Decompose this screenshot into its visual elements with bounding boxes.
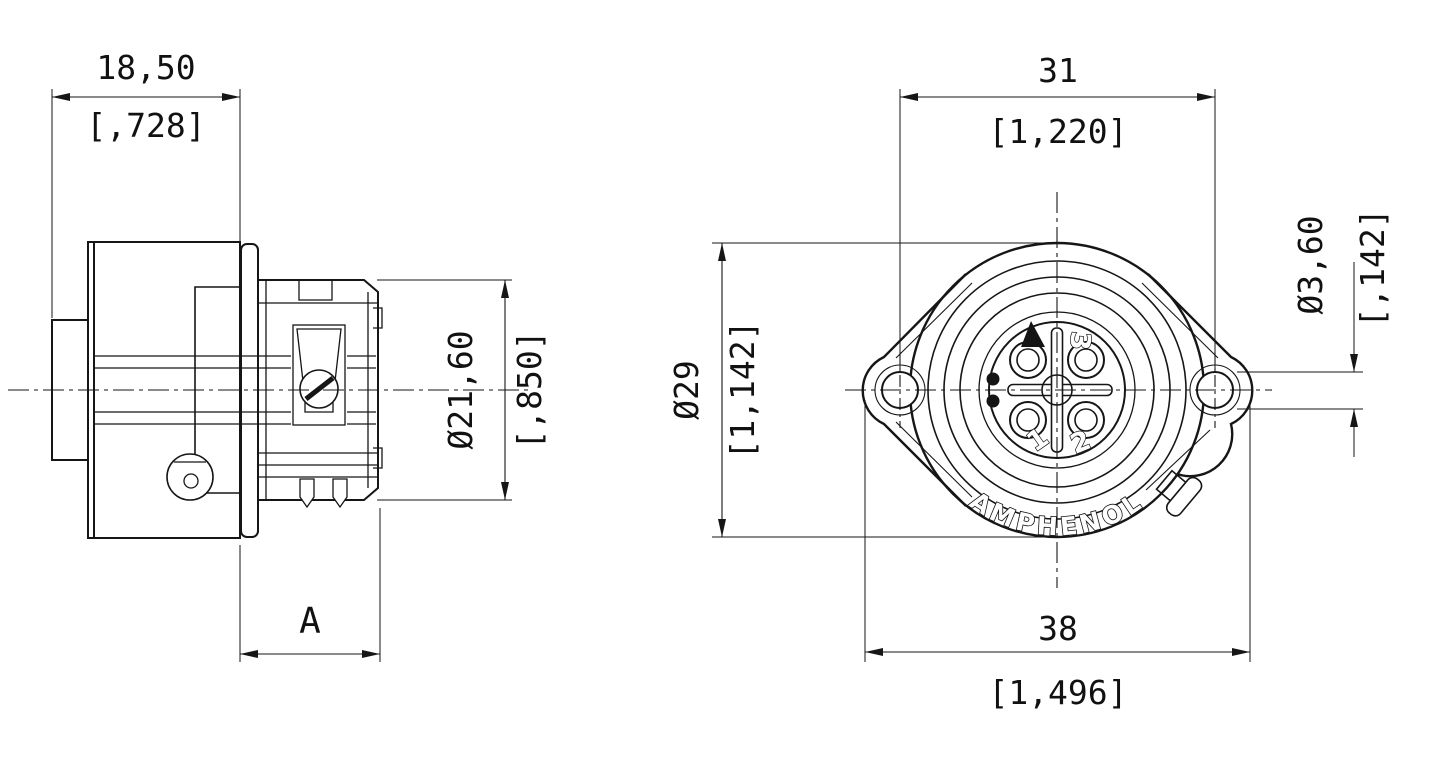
dim-hole-spacing-alt: [1,220] (988, 112, 1127, 151)
dim-front-flange-width: 38 [1,496] (864, 400, 1251, 712)
polarization-notch-lower (986, 394, 1000, 408)
contact-3-inner (1074, 348, 1098, 372)
dim-front-body-diameter: Ø29 [1,142] (667, 242, 1062, 538)
contact-2-outer (1067, 401, 1105, 439)
front-view: 3 1 2 AMPHENOL 31 [1,220] Ø29 [1,142] (667, 51, 1392, 712)
contact-1-outer (1009, 401, 1047, 439)
hole-centerlines (899, 352, 1216, 428)
dim-side-diameter: Ø21,60 [,850] (377, 279, 549, 501)
side-view-body (8, 241, 530, 539)
dim-body-diameter-alt: [1,142] (723, 320, 762, 459)
dim-side-diameter-value: Ø21,60 (441, 330, 480, 449)
ext-lines (864, 400, 1251, 662)
dim-side-length-a: A (239, 508, 381, 662)
polarization-notch-upper (986, 372, 1000, 386)
contacts (986, 341, 1105, 439)
screw-slot (304, 376, 335, 401)
ext-lines (712, 242, 1062, 538)
ext-lines (377, 279, 512, 501)
contact-2-inner (1074, 408, 1098, 432)
dim-side-length-value: A (299, 601, 321, 642)
dim-side-diameter-alt: [,850] (510, 330, 549, 449)
flange-chamfer-lines (895, 282, 1219, 498)
dim-flange-width-value: 38 (1038, 609, 1078, 648)
dim-front-hole-diameter: Ø3,60 [,142] (1237, 208, 1392, 457)
dim-hole-diameter-alt: [,142] (1353, 208, 1392, 327)
dim-flange-width-alt: [1,496] (988, 673, 1127, 712)
ext-lines (899, 89, 1216, 368)
orientation-arrow-icon (1021, 321, 1045, 347)
bottom-teeth (299, 478, 348, 509)
dim-side-width-alt: [,728] (86, 106, 205, 145)
contact-3-outer (1067, 341, 1105, 379)
contact-4-outer (1009, 341, 1047, 379)
contact-4-inner (1016, 348, 1040, 372)
contact-tails (94, 355, 376, 425)
contact-1-inner (1016, 408, 1040, 432)
bayonet-tab (1155, 469, 1203, 517)
ext-lines (239, 508, 381, 662)
front-view-body: 3 1 2 AMPHENOL (845, 192, 1272, 588)
side-view: 18,50 [,728] Ø21,60 [,850] A (8, 48, 549, 662)
ext-lines (1237, 371, 1363, 410)
contact-label-3: 3 (1063, 330, 1096, 351)
dim-front-hole-spacing: 31 [1,220] (899, 51, 1216, 368)
dim-hole-diameter-value: Ø3,60 (1291, 215, 1330, 314)
ext-lines (51, 89, 241, 318)
dim-body-diameter-value: Ø29 (667, 360, 706, 420)
tab-cap (1165, 476, 1203, 517)
dim-side-width-value: 18,50 (96, 48, 195, 87)
side-screw (166, 453, 214, 501)
side-screw-hole (183, 473, 199, 489)
dim-side-width: 18,50 [,728] (51, 48, 241, 318)
dim-hole-spacing-value: 31 (1038, 51, 1078, 90)
